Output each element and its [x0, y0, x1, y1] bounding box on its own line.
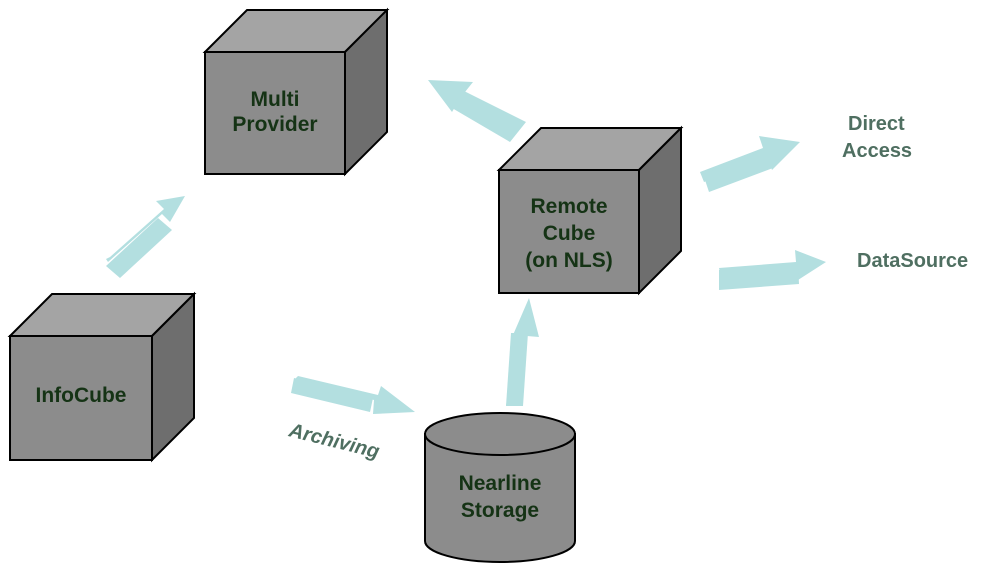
nearline-label-line-1: Nearline — [459, 472, 542, 495]
infocube-front-face — [9, 335, 153, 461]
arrow-remotecube-to-multiprovider-body — [452, 90, 526, 142]
nearline-label-line-2: Storage — [461, 499, 539, 522]
arrow-infocube-to-multiprovider — [106, 196, 185, 262]
direct-access-label-line-2: Access — [842, 140, 912, 162]
nearline-cylinder-body — [424, 433, 576, 563]
arrow-archiving-body — [291, 378, 373, 412]
arrow-infocube-to-multiprovider-body — [106, 218, 172, 278]
infocube-label: InfoCube — [36, 384, 127, 407]
multiprovider-front-face — [204, 51, 346, 175]
remotecube-label-line-2: Cube — [543, 222, 596, 245]
archiving-label: Archiving — [286, 419, 382, 463]
multiprovider-label-line-1: Multi — [251, 88, 300, 111]
arrow-remotecube-to-directaccess-body — [703, 150, 773, 192]
arrow-remotecube-to-datasource — [719, 250, 826, 280]
multiprovider-label-line-2: Provider — [232, 113, 317, 136]
remotecube-front-face — [498, 169, 640, 294]
arrow-nearline-to-remotecube-body — [506, 333, 528, 406]
remotecube-label-line-1: Remote — [530, 195, 607, 218]
multiprovider-node: Multi Provider — [202, 7, 390, 177]
nearline-cylinder-top — [424, 412, 576, 456]
datasource-label: DataSource — [857, 250, 968, 272]
nearline-storage-node: Nearline Storage — [424, 412, 576, 563]
infocube-node: InfoCube — [7, 291, 197, 463]
remotecube-node: Remote Cube (on NLS) — [496, 125, 684, 296]
remotecube-label-line-3: (on NLS) — [525, 249, 612, 272]
direct-access-label-line-1: Direct — [848, 113, 905, 135]
arrow-remotecube-to-datasource-body — [719, 264, 799, 290]
